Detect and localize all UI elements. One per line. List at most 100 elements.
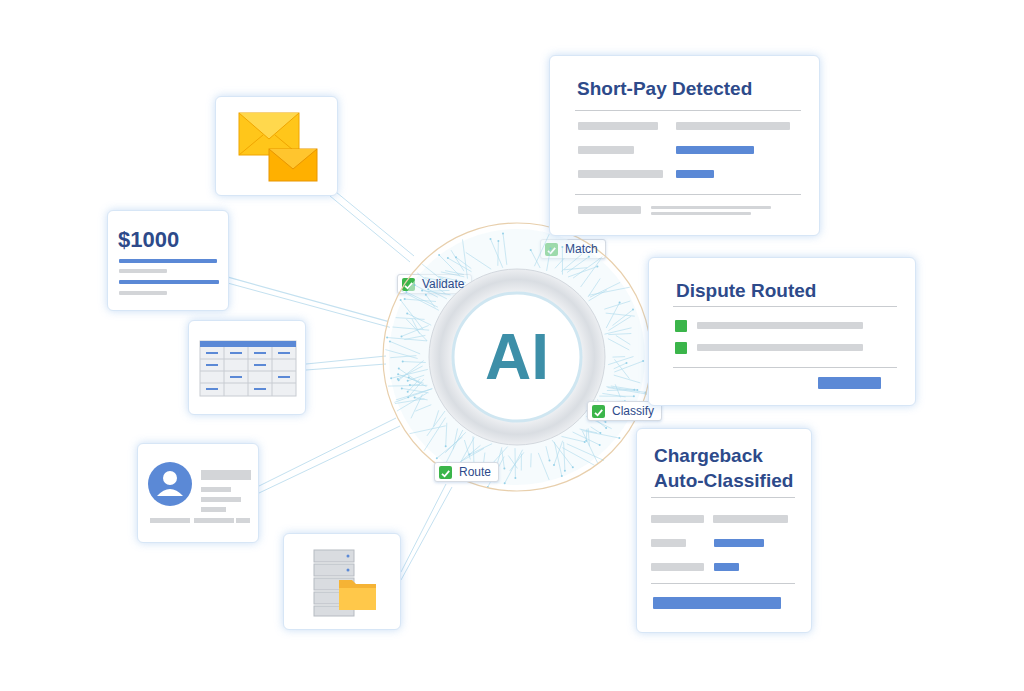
halo bbox=[389, 229, 645, 485]
network-stroke bbox=[568, 267, 597, 278]
placeholder-bar bbox=[119, 259, 217, 263]
network-stroke bbox=[437, 437, 463, 458]
network-stroke bbox=[613, 356, 626, 358]
network-dot bbox=[414, 284, 416, 286]
check-mark bbox=[592, 406, 605, 419]
placeholder-bar bbox=[651, 563, 704, 571]
placeholder-bar bbox=[651, 539, 686, 547]
placeholder-bar bbox=[578, 170, 663, 178]
placeholder-bar bbox=[714, 563, 739, 571]
network-stroke bbox=[607, 389, 635, 391]
network-stroke bbox=[491, 239, 503, 268]
network-stroke bbox=[502, 450, 505, 469]
network-stroke bbox=[564, 268, 587, 270]
placeholder-bar bbox=[119, 269, 167, 273]
network-dot bbox=[455, 256, 457, 258]
placeholder-bar bbox=[578, 122, 658, 130]
network-stroke bbox=[616, 336, 630, 345]
network-dot bbox=[407, 380, 409, 382]
network-stroke bbox=[606, 303, 619, 329]
network-dot bbox=[404, 298, 406, 300]
network-stroke bbox=[615, 384, 620, 397]
network-stroke bbox=[573, 257, 602, 278]
placeholder-bar bbox=[697, 322, 863, 329]
metal-ring bbox=[429, 269, 605, 445]
check-stroke bbox=[442, 470, 449, 476]
network-stroke bbox=[469, 444, 492, 455]
network-dot bbox=[550, 248, 552, 250]
network-dot bbox=[561, 246, 563, 248]
placeholder-bar bbox=[119, 291, 167, 295]
network-dot bbox=[408, 377, 410, 379]
network-dot bbox=[421, 290, 423, 292]
network-dot bbox=[386, 337, 388, 339]
network-dot bbox=[389, 340, 391, 342]
network-dot bbox=[502, 233, 504, 235]
server-folder-icon bbox=[284, 534, 402, 631]
network-stroke bbox=[604, 301, 630, 309]
network-stroke bbox=[554, 442, 561, 476]
ai-label: AI bbox=[485, 322, 549, 392]
network-dot bbox=[409, 384, 411, 386]
network-stroke bbox=[531, 250, 541, 268]
network-dot bbox=[390, 377, 392, 379]
network-stroke bbox=[408, 379, 424, 397]
placeholder-bar bbox=[676, 146, 754, 154]
envelope-icon bbox=[216, 97, 339, 197]
network-stroke bbox=[396, 389, 433, 400]
network-stroke bbox=[422, 264, 453, 288]
network-stroke bbox=[530, 453, 532, 467]
network-dot bbox=[626, 362, 628, 364]
network-dot bbox=[632, 309, 634, 311]
result-card: Short-Pay Detected bbox=[549, 55, 820, 236]
network-stroke bbox=[590, 282, 620, 297]
network-dot bbox=[549, 460, 551, 462]
profile-icon bbox=[138, 444, 260, 544]
network-stroke bbox=[441, 272, 464, 277]
network-texture bbox=[385, 233, 646, 488]
network-dot bbox=[398, 368, 400, 370]
network-stroke bbox=[463, 239, 468, 278]
network-dot bbox=[618, 437, 620, 439]
action-button bbox=[818, 377, 881, 389]
network-stroke bbox=[422, 291, 450, 295]
network-dot bbox=[445, 445, 447, 447]
network-stroke bbox=[613, 310, 634, 326]
network-dot bbox=[503, 467, 505, 469]
network-stroke bbox=[395, 399, 425, 404]
inner-disc bbox=[453, 293, 581, 421]
placeholder-bar bbox=[714, 539, 764, 547]
divider bbox=[651, 497, 795, 498]
divider bbox=[673, 367, 897, 368]
divider bbox=[651, 583, 795, 584]
divider bbox=[575, 110, 801, 111]
network-stroke bbox=[459, 445, 481, 463]
check-box bbox=[592, 405, 605, 418]
network-stroke bbox=[573, 432, 600, 445]
network-stroke bbox=[605, 328, 632, 334]
network-dot bbox=[633, 395, 635, 397]
network-stroke bbox=[402, 326, 429, 337]
network-stroke bbox=[445, 271, 464, 275]
email-icon-card bbox=[215, 96, 338, 196]
network-stroke bbox=[408, 379, 420, 392]
network-stroke bbox=[424, 418, 445, 451]
network-dot bbox=[401, 335, 403, 337]
amount-value: $1000 bbox=[118, 227, 179, 253]
network-stroke bbox=[608, 334, 631, 335]
network-stroke bbox=[515, 448, 516, 478]
network-stroke bbox=[564, 442, 565, 471]
network-stroke bbox=[591, 427, 601, 433]
network-dot bbox=[561, 475, 563, 477]
network-stroke bbox=[448, 258, 472, 272]
network-dot bbox=[400, 299, 402, 301]
network-stroke bbox=[503, 234, 507, 265]
network-dot bbox=[605, 421, 607, 423]
card-title: Short-Pay Detected bbox=[577, 76, 798, 101]
network-stroke bbox=[606, 313, 635, 316]
network-stroke bbox=[567, 444, 603, 460]
network-stroke bbox=[497, 241, 499, 266]
network-stroke bbox=[606, 387, 645, 393]
network-stroke bbox=[521, 454, 522, 471]
